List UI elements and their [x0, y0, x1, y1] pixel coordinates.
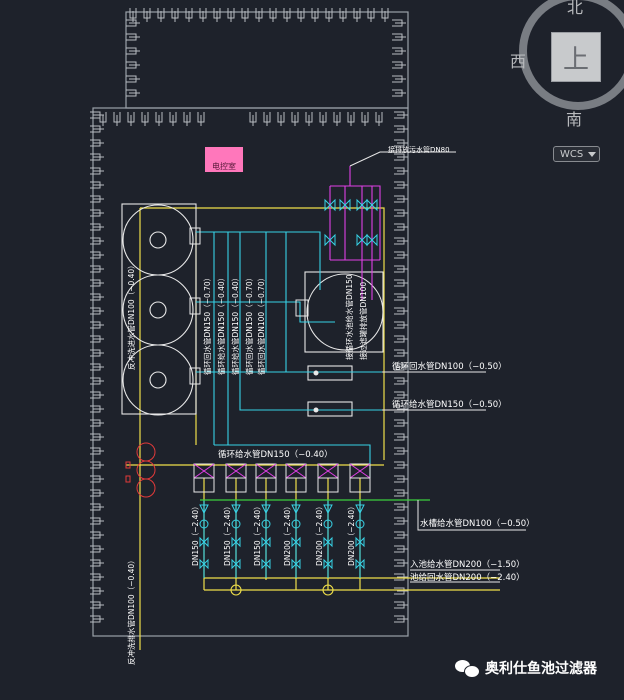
- vlabel-b1: DN150（−2.40）: [191, 502, 200, 566]
- yellow-pipe-network: [126, 207, 500, 650]
- label-pool-supply-dn100: 水槽给水管DN100（−0.50）: [420, 518, 535, 529]
- vlabel-bottom-left: 反冲洗排水管DN100（−0.40）: [126, 556, 136, 665]
- bottom-fitting-2: [322, 584, 334, 596]
- watermark-text: 奥利仕鱼池过滤器: [485, 661, 597, 677]
- vlabel-right-tank: 接循环水池给水管DN150: [344, 274, 354, 360]
- label-supply-dn150-mid: 循环给水管DN150（−0.40）: [218, 449, 333, 460]
- valve-stacks: [199, 504, 365, 570]
- watermark: 奥利仕鱼池过滤器: [455, 658, 597, 678]
- pump-units: [193, 463, 371, 493]
- vlabel-4: 循环回水管DN150（−0.70）: [244, 274, 254, 375]
- wall-hatch: [90, 8, 408, 623]
- pipe-connectors: [189, 227, 319, 413]
- bottom-fitting-1: [230, 584, 242, 596]
- label-return-dn100: 循环回水管DN100（−0.50）: [392, 361, 507, 372]
- vlabel-1: 循环回水管DN150（−0.70）: [202, 274, 212, 375]
- vlabel-b2: DN150（−2.40）: [223, 502, 232, 566]
- vlabel-5: 循环回水管DN100（−0.70）: [256, 274, 266, 375]
- label-supply-dn150-right: 循环给水管DN150（−0.50）: [392, 399, 507, 410]
- backwash-pumps: [125, 442, 156, 498]
- vlabel-right-tank-2: 接过滤罐排放管DN100: [358, 282, 368, 360]
- viewcube-west[interactable]: 西: [510, 52, 527, 71]
- vertical-labels: 反冲洗进水管DN100（−0.40） 循环回水管DN150（−0.70） 循环给…: [126, 261, 368, 665]
- leader-lines: [349, 151, 526, 583]
- vlabel-2: 循环给水管DN150（−0.40）: [216, 274, 226, 375]
- vlabel-left-dn100: 反冲洗进水管DN100（−0.40）: [126, 261, 136, 370]
- filter-tanks: [121, 203, 384, 417]
- label-overflow-dn80: 接排放污水管DN80: [388, 145, 450, 154]
- vlabel-b3: DN150（−2.40）: [253, 502, 262, 566]
- wcs-label: WCS: [560, 148, 584, 160]
- label-pool-dn200-b: 池给回水管DN200（−2.40）: [410, 572, 525, 583]
- vlabel-b4: DN200（−2.40）: [283, 502, 292, 566]
- vlabel-b6: DN200（−2.40）: [347, 502, 356, 566]
- magenta-pipe-network: [329, 166, 381, 300]
- viewcube-top-face[interactable]: 上: [551, 32, 601, 82]
- chevron-down-icon: [588, 151, 597, 157]
- wechat-icon: [455, 658, 480, 678]
- vlabel-3: 循环给水管DN150（−0.40）: [230, 274, 240, 375]
- vlabel-b5: DN200（−2.40）: [315, 502, 324, 566]
- control-room-label: 电控室: [212, 161, 236, 171]
- wcs-dropdown[interactable]: WCS: [553, 146, 600, 162]
- magenta-valves: [324, 198, 378, 247]
- viewcube-ring[interactable]: [519, 0, 624, 110]
- label-pool-dn200-a: 入池给水管DN200（−1.50）: [410, 559, 525, 570]
- viewcube-north[interactable]: 北: [567, 0, 584, 17]
- filter-tank-3: [122, 344, 194, 416]
- viewcube-south[interactable]: 南: [566, 110, 583, 129]
- control-room-block[interactable]: [205, 147, 243, 172]
